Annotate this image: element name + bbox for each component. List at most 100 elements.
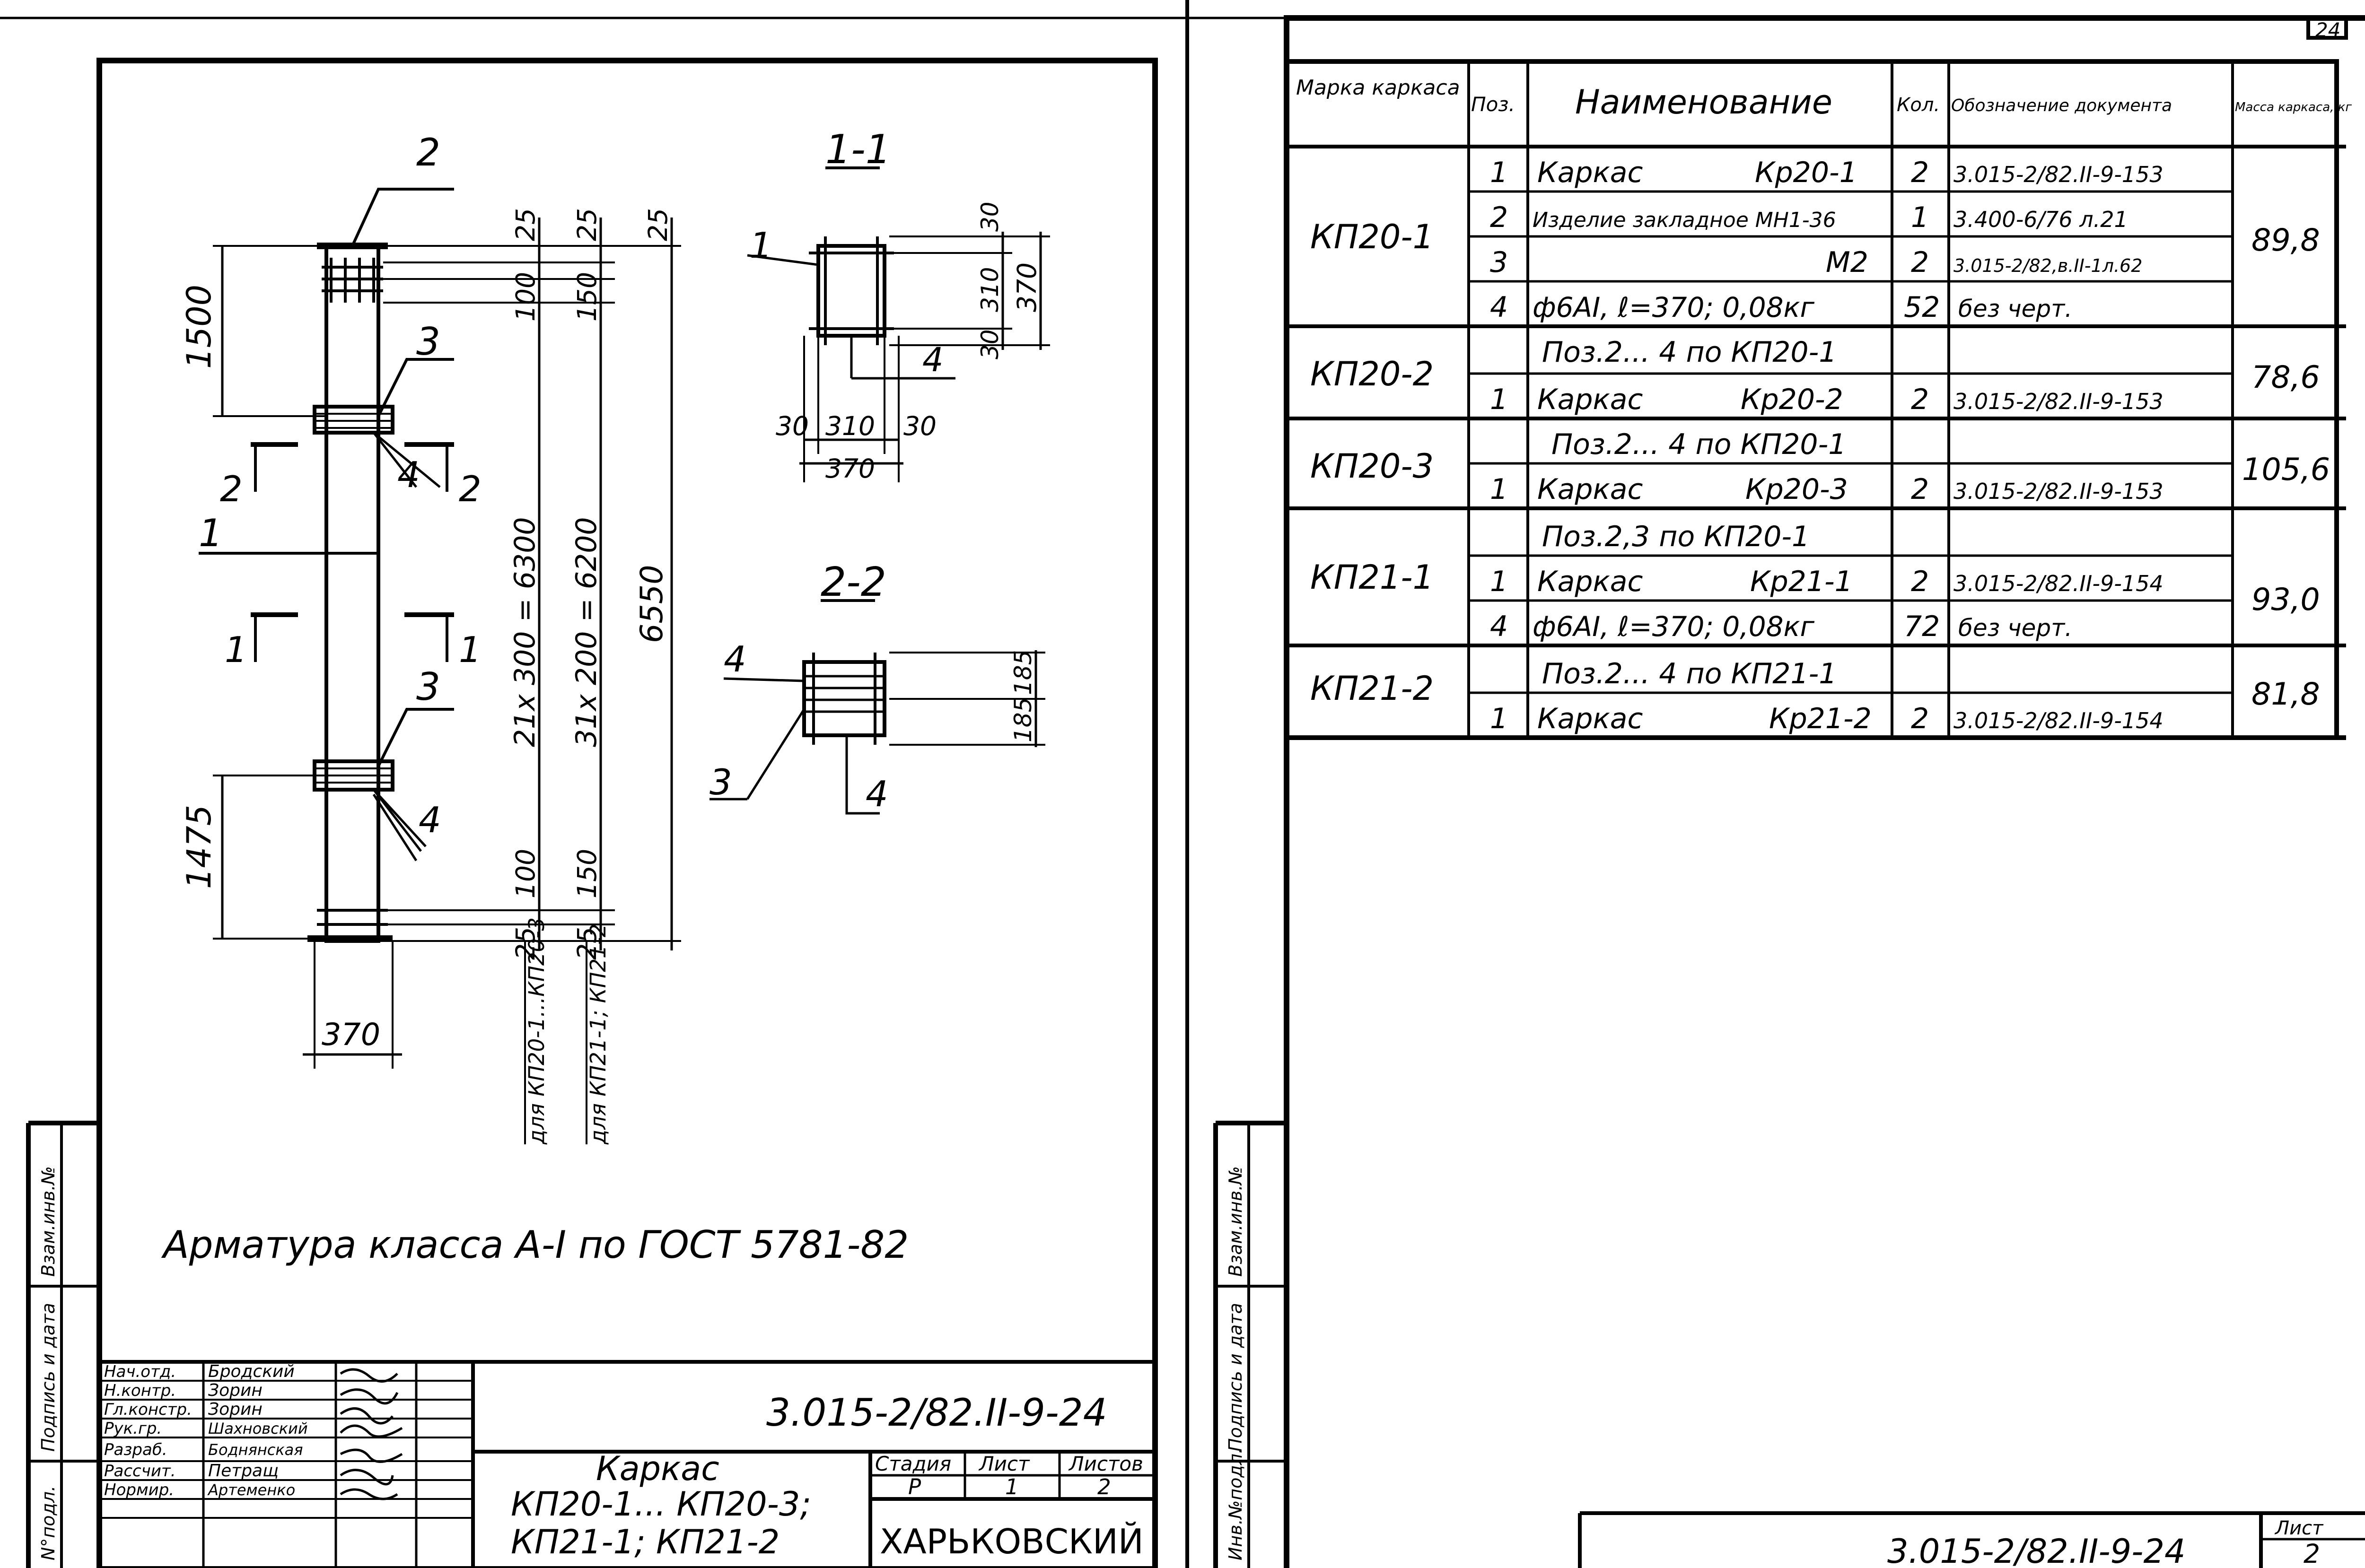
s11-30a: 30 <box>776 411 809 441</box>
title-line-3: КП21-1; КП21-2 <box>511 1523 780 1561</box>
left-sheet <box>26 58 1158 1568</box>
g4r2-name2: Кр21-1 <box>1750 565 1853 598</box>
s22-pos3: 3 <box>710 761 732 803</box>
g3r2-name: Каркас <box>1537 473 1643 506</box>
signature-marks <box>340 1368 403 1500</box>
g4r2-name: Каркас <box>1537 565 1643 598</box>
s22-185b: 185 <box>1009 697 1037 742</box>
mark-kp20-3: КП20-3 <box>1310 447 1434 486</box>
dim-1500: 1500 <box>180 285 219 369</box>
role-7: Нормир. <box>104 1481 174 1499</box>
s11-370: 370 <box>825 453 875 484</box>
section-1-1-cage <box>816 244 886 338</box>
g1r2-doc: 3.400-6/76 л.21 <box>1953 207 2128 232</box>
mark-kp20-1: КП20-1 <box>1310 218 1434 256</box>
pos3a-label: 3 <box>416 320 440 364</box>
g3r2-pos: 1 <box>1490 473 1508 506</box>
name-3: Зорин <box>208 1400 263 1419</box>
s11-30d: 30 <box>976 329 1004 359</box>
hdr-mark: Марка каркаса <box>1296 76 1460 100</box>
role-1: Нач.отд. <box>104 1362 176 1381</box>
hdr-mass: Масса каркаса, кг <box>2235 100 2352 114</box>
cut1-left-label: 1 <box>225 629 247 671</box>
g1r3-name2: М2 <box>1826 246 1868 279</box>
s11-370b: 370 <box>1012 262 1042 312</box>
for-kp21-note: для КП21-1; КП21-2 <box>586 923 611 1145</box>
sheets-hdr: Листов <box>1068 1452 1143 1475</box>
g2r2-pos: 1 <box>1490 383 1508 416</box>
mark-kp21-1: КП21-1 <box>1310 558 1434 597</box>
mass-kp20-3: 105,6 <box>2242 452 2330 488</box>
name-2: Зорин <box>208 1381 263 1400</box>
role-2: Н.контр. <box>104 1381 176 1400</box>
section-1-1-title: 1-1 <box>825 126 891 173</box>
dim-21x300: 21x 300 = 6300 <box>508 517 542 747</box>
dim-150-top: 150 <box>572 272 602 322</box>
g1r3-pos: 3 <box>1490 246 1508 279</box>
g4r2-qty: 2 <box>1911 565 1929 598</box>
g1r4-pos: 4 <box>1490 291 1508 324</box>
mass-kp20-1: 89,8 <box>2251 223 2320 258</box>
g5r1-name: Поз.2... 4 по КП21-1 <box>1542 657 1837 690</box>
g3r2-qty: 2 <box>1911 473 1929 506</box>
g2r2-doc: 3.015-2/82.II-9-153 <box>1953 389 2164 414</box>
mark-kp20-2: КП20-2 <box>1310 355 1434 393</box>
role-3: Гл.констр. <box>104 1400 192 1419</box>
name-5: Боднянская <box>208 1441 303 1459</box>
g1r2-pos: 2 <box>1490 201 1508 234</box>
g4r3-name: ф6АI, ℓ=370; 0,08кг <box>1533 610 1815 643</box>
g1r1-name: Каркас <box>1537 156 1643 189</box>
name-1: Бродский <box>208 1362 295 1381</box>
dim-370-bottom: 370 <box>322 1017 380 1053</box>
s22-pos4b: 4 <box>866 773 888 815</box>
s22-pos4: 4 <box>724 638 746 680</box>
dim-1475: 1475 <box>180 805 219 889</box>
g1r1-qty: 2 <box>1911 156 1929 189</box>
g2r2-name: Каркас <box>1537 383 1643 416</box>
stage-hdr: Стадия <box>875 1452 951 1475</box>
title-line-1: Каркас <box>596 1449 719 1488</box>
left-sheet-text: 2 3 4 1 3 4 2 2 1 1 1500 1475 370 25 25 … <box>38 126 1144 1561</box>
sheet-hdr: Лист <box>978 1452 1030 1475</box>
dim-150-bot: 150 <box>572 849 602 898</box>
g1r2-name: Изделие закладное МН1-36 <box>1533 208 1836 232</box>
sheet-value: 1 <box>1005 1474 1019 1499</box>
name-4: Шахновский <box>208 1420 308 1437</box>
s11-30c: 30 <box>976 201 1004 232</box>
g4r1-name: Поз.2,3 по КП20-1 <box>1542 520 1810 553</box>
org-name: ХАРЬКОВСКИЙ <box>880 1522 1144 1561</box>
g4r3-pos: 4 <box>1490 610 1508 643</box>
name-6: Петращ <box>208 1461 279 1481</box>
g2r2-name2: Кр20-2 <box>1741 383 1843 416</box>
right-stamp-2: Подпись и дата <box>1225 1303 1246 1452</box>
g5r2-doc: 3.015-2/82.II-9-154 <box>1953 708 2164 733</box>
right-sheet-no: 2 <box>2304 1539 2320 1568</box>
right-sheet <box>1213 15 2365 1568</box>
dim-100-bot: 100 <box>510 849 541 898</box>
g1r1-name2: Кр20-1 <box>1755 156 1857 189</box>
g1r3-doc: 3.015-2/82,в.II-1л.62 <box>1953 255 2142 276</box>
role-5: Разраб. <box>104 1440 167 1459</box>
g5r2-name: Каркас <box>1537 702 1643 735</box>
role-4: Рук.гр. <box>104 1419 162 1438</box>
section-2-2-title: 2-2 <box>821 559 886 606</box>
right-stamp-3: Инв.№подл. <box>1225 1448 1246 1560</box>
g3r2-name2: Кр20-3 <box>1745 473 1848 506</box>
hdr-qty: Кол. <box>1897 94 1940 116</box>
name-7: Артеменко <box>207 1481 295 1499</box>
dim-25-b: 25 <box>572 208 602 241</box>
s22-185a: 185 <box>1009 650 1037 695</box>
g4r3-qty: 72 <box>1904 610 1940 643</box>
g2r1-name: Поз.2... 4 по КП20-1 <box>1542 336 1837 369</box>
g1r1-pos: 1 <box>1490 156 1508 189</box>
mass-kp21-2: 81,8 <box>2251 677 2320 712</box>
s11-310b: 310 <box>976 267 1004 312</box>
left-frame <box>96 58 1158 1568</box>
hdr-doc: Обозначение документа <box>1951 96 2172 115</box>
right-sheet-text: 24 Взам.инв.№ Подпись и дата Инв.№подл. … <box>1225 18 2352 1568</box>
g5r2-name2: Кр21-2 <box>1769 702 1872 735</box>
right-sheet-hdr: Лист <box>2274 1517 2324 1539</box>
dim-6550: 6550 <box>634 565 670 643</box>
title-block-code: 3.015-2/82.II-9-24 <box>766 1391 1107 1435</box>
